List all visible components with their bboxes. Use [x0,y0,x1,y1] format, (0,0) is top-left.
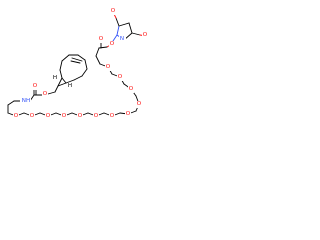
atom-o-succinimide-right: O [143,32,148,38]
atom-o-peg-8: O [78,113,83,119]
atom-nh-carbamate: NH [22,98,30,104]
atom-h-stereo-1: H [53,75,57,81]
atom-o-succinimide-top: O [111,8,116,14]
atom-o-peg-9: O [62,113,67,119]
molecule-canvas: O N O O O O O O O O O O O O O O O [0,0,152,152]
atom-o-peg-4: O [137,101,142,107]
atom-o-peg-10: O [46,113,51,119]
atom-o-peg-7: O [94,113,99,119]
atom-h-stereo-2: H [68,83,72,89]
atom-o-peg-1: O [106,64,111,70]
chemical-structure: O N O O O O O O O O O O O O O O O [7,8,149,120]
atom-o-peg-6: O [110,113,115,119]
atom-o-ester-carbonyl: O [99,36,104,42]
bcn-ring [57,54,88,87]
succinimide-group [112,11,147,42]
atom-o-ester-link: O [110,41,115,47]
atom-o-carbamate-carbonyl: O [33,83,38,89]
atom-o-peg-5: O [126,111,131,117]
atom-o-peg-11: O [30,113,35,119]
atom-o-carbamate-link: O [43,91,48,97]
atom-o-peg-2: O [118,74,123,80]
atom-o-peg-3: O [129,86,134,92]
atom-o-peg-12: O [14,113,19,119]
atom-n-succinimide: N [120,36,124,42]
atom-labels: O N O O O O O O O O O O O O O O O [13,8,149,120]
